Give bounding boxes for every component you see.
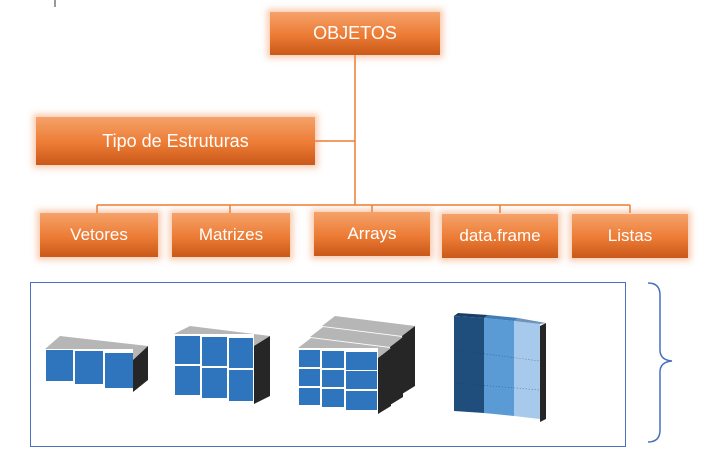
matrizes-label: Matrizes <box>198 225 264 244</box>
vetores-node: Vetores <box>40 213 158 257</box>
objetos-label: OBJETOS <box>313 23 397 43</box>
arrays-label: Arrays <box>347 224 397 243</box>
matrizes-node: Matrizes <box>172 213 290 257</box>
arrays-node: Arrays <box>314 212 430 256</box>
data-frame-label: data.frame <box>459 226 541 245</box>
array-icon <box>298 316 415 414</box>
structures-illustration-panel <box>30 282 626 447</box>
listas-node: Listas <box>572 214 688 258</box>
listas-label: Listas <box>607 226 653 245</box>
curly-brace <box>647 282 673 443</box>
objetos-node: OBJETOS <box>270 12 440 55</box>
tipo-label: Tipo de Estruturas <box>102 130 249 151</box>
vector-icon <box>45 336 148 392</box>
data-frame-icon <box>453 313 546 422</box>
data-frame-node: data.frame <box>442 214 558 258</box>
vetores-label: Vetores <box>70 225 128 244</box>
tipo-de-estruturas-node: Tipo de Estruturas <box>36 117 315 165</box>
matrix-icon <box>174 326 270 404</box>
